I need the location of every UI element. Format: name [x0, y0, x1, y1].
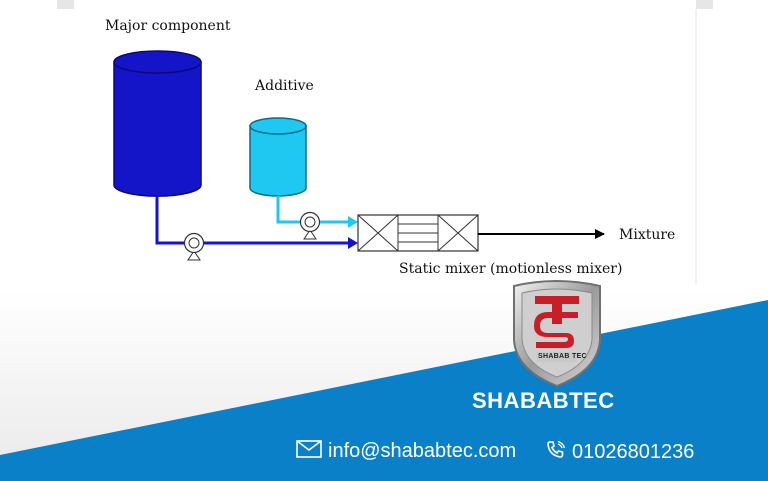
top-left-tab: [57, 0, 74, 9]
phone-text[interactable]: 01026801236: [572, 441, 695, 463]
pump-icon: [183, 232, 205, 261]
additive-pipe-in: [276, 196, 300, 224]
additive-tank: [249, 117, 307, 197]
major-component-tank: [113, 50, 202, 197]
top-right-tab: [696, 0, 713, 9]
major-pipe-in: [155, 196, 184, 245]
static-mixer-label: Static mixer (motionless mixer): [399, 261, 623, 277]
major-pipe-arrow: [348, 237, 358, 249]
email-contact[interactable]: info@shababtec.com: [296, 440, 516, 463]
additive-pipe-arrow: [348, 216, 358, 228]
major-component-label: Major component: [105, 18, 231, 34]
envelope-icon: [296, 440, 322, 463]
shield-logo-icon: [513, 280, 601, 388]
phone-contact[interactable]: 01026801236: [546, 440, 694, 465]
logo-text: SHABAB TEC: [538, 353, 587, 360]
phone-icon: [546, 440, 566, 465]
mixture-label: Mixture: [619, 227, 676, 243]
brand-name: SHABABTEC: [472, 388, 615, 413]
pump-icon: [299, 211, 321, 240]
additive-label: Additive: [255, 78, 314, 94]
static-mixer: [357, 214, 479, 252]
email-text[interactable]: info@shababtec.com: [328, 440, 517, 462]
